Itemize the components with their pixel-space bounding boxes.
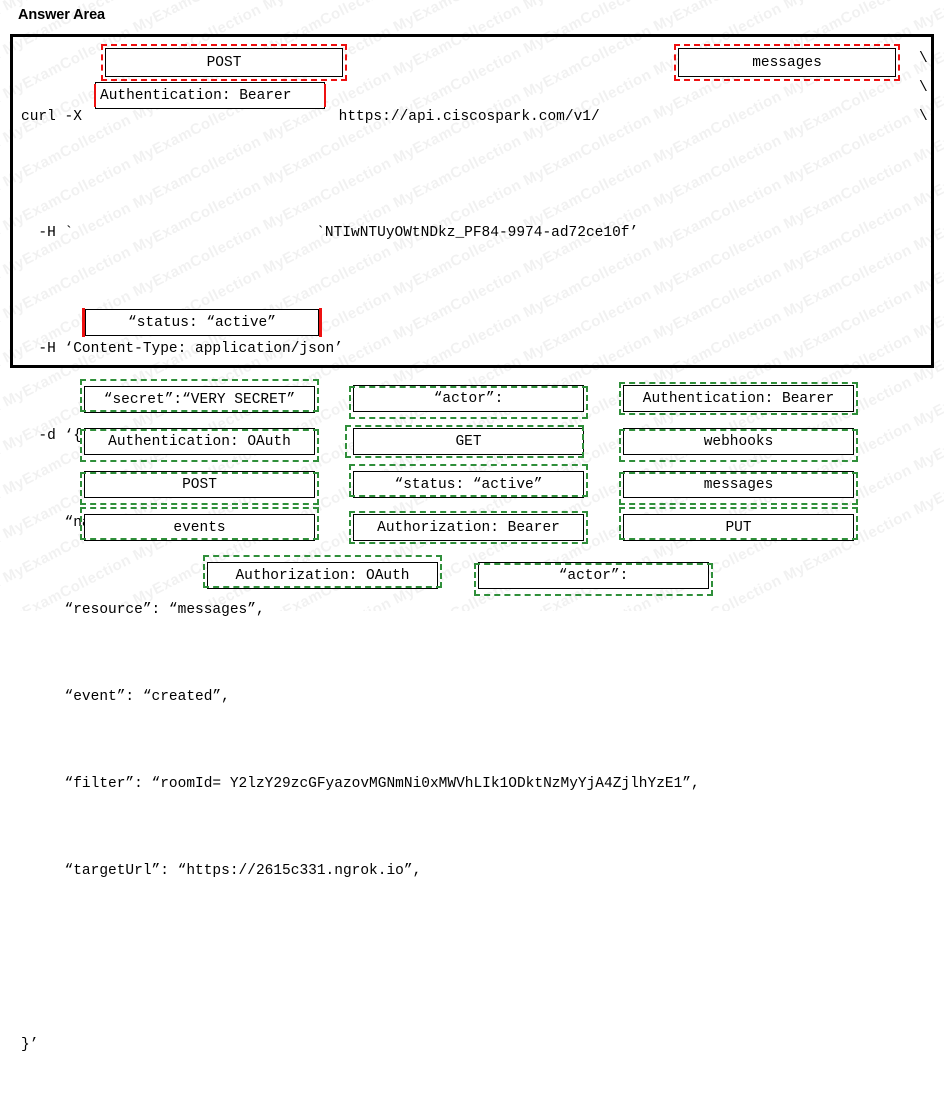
dropzone-resource[interactable]: messages xyxy=(674,44,900,81)
page-title: Answer Area xyxy=(18,7,106,23)
answer-tile[interactable]: “actor”: xyxy=(474,562,713,596)
answer-tile[interactable]: events xyxy=(80,507,319,541)
dropzone-status-field[interactable]: “status: “active” xyxy=(82,308,322,337)
line-continuation-backslash: \ xyxy=(919,109,928,125)
code-line: }’ xyxy=(21,1037,39,1053)
code-line: “targetUrl”: “https://2615c331.ngrok.io”… xyxy=(21,863,422,879)
dropzone-http-method[interactable]: POST xyxy=(101,44,347,81)
answer-tile[interactable]: Authentication: Bearer xyxy=(619,382,858,415)
line-continuation-backslash: \ xyxy=(919,80,928,96)
code-line: -H ` `NTIwNTUyOWtNDkz_PF84-9974-ad72ce10f… xyxy=(21,219,931,248)
answer-tile[interactable]: Authorization: Bearer xyxy=(349,511,588,544)
code-line: “filter”: “roomId= Y2lzY29zcGFyazovMGNmN… xyxy=(21,776,700,792)
code-segment-prefix: curl -X xyxy=(21,109,91,125)
dropzone-auth-header[interactable]: Authentication: Bearer xyxy=(94,82,326,109)
code-segment-suffix: https://api.ciscospark.com/v1/ xyxy=(338,109,600,125)
answer-area-code-panel: curl -X https://api.ciscospark.com/v1/ -… xyxy=(10,34,934,1053)
code-line: curl -X https://api.ciscospark.com/v1/ xyxy=(21,103,931,132)
answer-tile[interactable]: “secret”:“VERY SECRET” xyxy=(80,379,319,413)
answer-tile[interactable]: PUT xyxy=(619,507,858,541)
answer-tile[interactable]: Authorization: OAuth xyxy=(203,555,442,589)
answer-tile[interactable]: “status: “active” xyxy=(349,464,588,498)
answer-tile[interactable]: GET xyxy=(345,425,584,458)
code-line: -d ‘{ xyxy=(21,428,82,444)
answer-tile[interactable]: webhooks xyxy=(619,428,858,462)
watermark-text: MyExamCollection MyExamCollection MyExam… xyxy=(0,0,944,15)
line-continuation-backslash: \ xyxy=(919,51,928,67)
answer-bank: “secret”:“VERY SECRET” “actor”: Authenti… xyxy=(0,374,944,611)
answer-tile[interactable]: POST xyxy=(80,471,319,505)
answer-tile[interactable]: messages xyxy=(619,471,858,505)
answer-tile[interactable]: “actor”: xyxy=(349,385,588,419)
code-line: “event”: “created”, xyxy=(21,689,230,705)
code-segment-prefix: -H ` xyxy=(21,225,74,241)
code-line xyxy=(21,944,931,973)
code-segment-suffix: `NTIwNTUyOWtNDkz_PF84-9974-ad72ce10f’ xyxy=(316,225,639,241)
answer-tile[interactable]: Authentication: OAuth xyxy=(80,428,319,462)
code-line: -H ‘Content-Type: application/json’ xyxy=(21,341,343,357)
